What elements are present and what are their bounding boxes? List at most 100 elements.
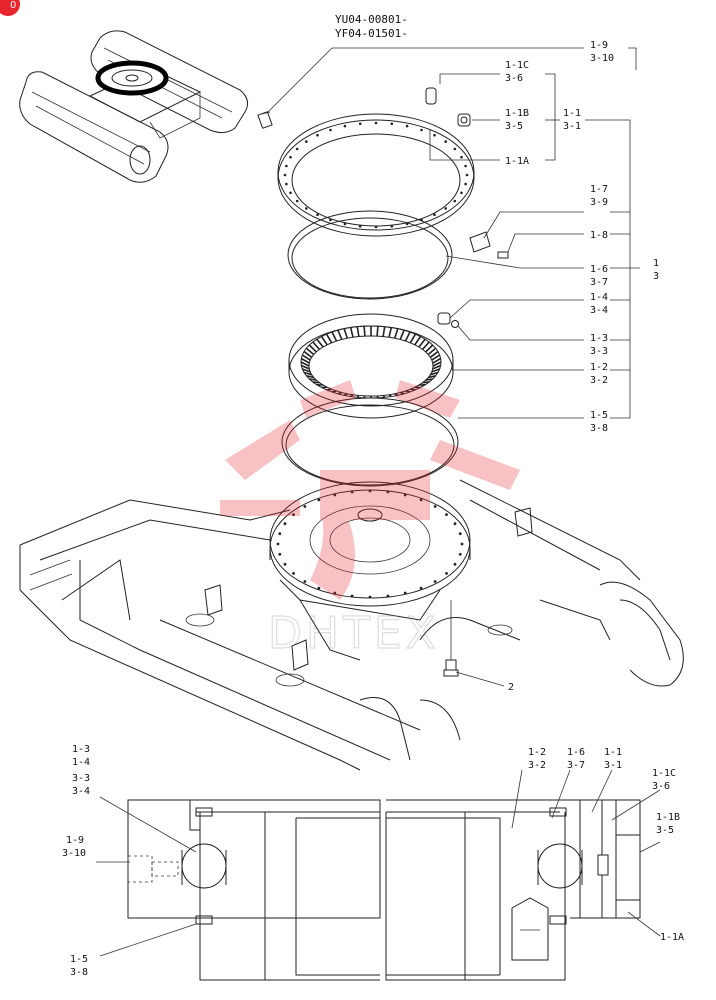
callout-1-6-b: 3-7 [590,277,608,288]
section-1-1c-b: 3-6 [652,781,670,792]
callout-1-3-a: 1-3 [590,333,608,344]
gear-tooth [300,364,310,370]
callout-1-1b: 1-1B 3-5 [505,108,529,132]
gear-tooth [376,395,379,399]
gear-tooth [303,350,313,358]
section-1-1-a: 1-1 [604,747,622,758]
section-label-1-1c: 1-1C 3-6 [652,768,676,792]
gear-tooth [429,350,439,358]
outer-ring-bolt-holes [283,121,469,229]
gear-tooth [376,326,379,337]
bolt-hole [464,164,467,168]
bolt-hole [295,147,299,151]
section-1-3-d: 3-4 [72,786,90,797]
bolt-hole [329,128,332,132]
gear-tooth [331,390,337,393]
callout-1-1c-b: 3-6 [505,73,523,84]
bolt-hole [405,124,409,128]
bolt-hole [433,133,436,137]
bolt-hole [374,225,378,229]
gear-tooth [394,392,399,397]
gear-tooth [300,361,310,367]
bolt-hole [444,140,448,143]
gear-tooth [331,331,338,342]
bolt-hole [295,199,299,203]
gear-teeth [300,326,442,399]
bolt-hole [303,580,307,583]
gear-tooth [312,381,320,384]
gear-tooth [301,354,311,361]
callout-1-1: 1-1 3-1 [563,108,581,132]
bolt-hole [333,591,337,595]
callout-1-9-b: 3-10 [590,53,614,64]
gear-tooth [308,344,317,353]
gear-tooth [363,395,366,399]
section-1-2-a: 1-2 [528,747,546,758]
section-label-1-6: 1-6 3-7 [567,747,585,771]
section-1-3-a: 1-3 [72,744,90,755]
bolt-hole [292,513,295,516]
gear-tooth [337,391,343,395]
gear-tooth [316,338,324,348]
callout-1-1c-a: 1-1C [505,60,529,71]
section-1-6-b: 3-7 [567,760,585,771]
gear-tooth [410,388,416,391]
bolt-hole [433,580,437,583]
gear-tooth [432,357,442,364]
gear-tooth [337,329,343,340]
section-label-1-1b: 1-1B 3-5 [656,812,680,836]
bolt-hole [316,213,319,217]
bolt-hole [316,133,319,137]
roller-1-4 [437,312,451,325]
gear-tooth [393,328,399,339]
bolt-hole [329,218,332,222]
leader-lines [267,47,640,687]
bolt-hole [333,493,337,497]
gear-tooth [425,344,434,353]
bolt-hole [403,493,407,497]
gear-tooth [312,341,320,350]
callout-1: 1 3 [653,258,659,282]
gear-tooth [300,357,310,364]
section-1-5-b: 3-8 [70,967,88,978]
callout-1-1a-a: 1-1A [505,156,529,167]
bolt-hole [433,213,436,217]
section-label-1-1a: 1-1A [660,932,684,943]
stopper-plate [469,231,491,253]
bolt-hole [289,191,292,195]
bolt-hole [458,532,462,536]
bolt-hole [464,182,467,186]
callout-1-2-a: 1-2 [590,362,608,373]
callout-1-2-b: 3-2 [590,375,608,386]
section-1-9-b: 3-10 [62,848,86,859]
gear-tooth [432,361,442,367]
gear-tooth [431,368,440,373]
bolt-hole [317,498,321,502]
callout-1-1-b: 3-1 [563,121,581,132]
callout-1-7-b: 3-9 [590,197,608,208]
callout-1-3: 1-3 3-3 [590,333,608,357]
section-1-6-a: 1-6 [567,747,585,758]
bolt-hole [420,128,423,132]
bolt-hole [358,224,362,228]
bolt-hole [285,182,288,186]
gear-tooth [430,371,439,376]
callout-1-5-b: 3-8 [590,423,608,434]
gear-tooth [422,381,430,384]
bolt-hole [374,121,378,125]
plug-seal [457,113,471,127]
gear-tooth [399,391,405,395]
ball-1-3 [451,320,459,328]
gear-tooth [428,375,436,379]
bolt-hole [453,562,457,566]
bolt-hole [386,490,390,494]
base-bolt-holes [276,489,464,599]
bolt-hole [460,191,463,195]
bolt-hole [350,594,354,598]
bolt-hole [305,140,308,143]
bolt-hole [368,595,372,599]
corner-badge: 0 [0,0,20,16]
bolt-hole [368,489,372,493]
bolt-hole [390,224,394,228]
